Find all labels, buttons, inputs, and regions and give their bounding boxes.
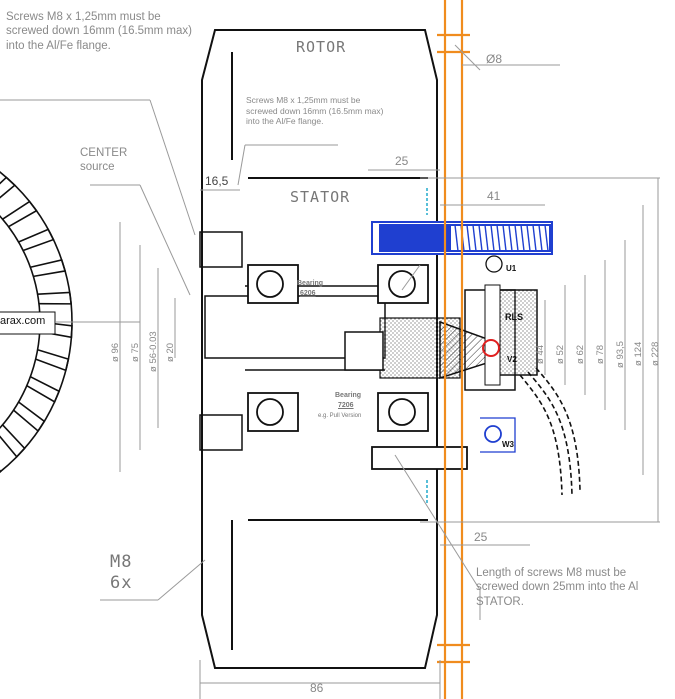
dim-right-124: ø 124: [633, 341, 644, 366]
dim-right-228: ø 228: [650, 341, 661, 366]
gear-tooth: [39, 321, 73, 339]
screw-thread-mark: [538, 224, 543, 252]
dim-right-93-5: ø 93,5: [615, 341, 626, 368]
brand-fragment-text: arax.com: [0, 315, 46, 327]
screw-thread-mark: [490, 224, 495, 252]
bearing-bottom-number: 7206: [338, 402, 354, 409]
dim-25-top: 25: [395, 154, 409, 168]
dim-right-62: ø 62: [575, 344, 586, 364]
dim-left-96: ø 96: [110, 342, 121, 362]
dimension-lines: [0, 44, 660, 699]
dim-d8: Ø8: [486, 52, 503, 66]
marker-v2-circle: [482, 339, 500, 357]
dim-right-44: ø 44: [535, 344, 546, 364]
marker-w3-label: W3: [502, 440, 514, 449]
bearing-bottom-label: Bearing: [335, 392, 362, 399]
bottom-screw: [371, 446, 468, 470]
screw-thread-mark: [532, 224, 537, 252]
sensor-cable: [519, 367, 581, 496]
screw-thread-mark: [526, 224, 531, 252]
gear-tooth: [0, 176, 16, 199]
screw-thread-mark: [484, 224, 489, 252]
dim-41: 41: [487, 189, 501, 203]
screw-thread-mark: [514, 224, 519, 252]
bearing-bottom-note: e.g. Pull Version: [318, 413, 362, 419]
note-top-left: Screws M8 x 1,25mm must be screwed down …: [6, 11, 192, 52]
bearing-top-right: [377, 264, 429, 304]
screw-thread-mark: [454, 224, 459, 252]
gear-tooth: [26, 376, 61, 404]
dim-left-56: ø 56-0.03: [148, 331, 159, 372]
w3-bracket: [480, 417, 516, 453]
rls-sensor: [484, 284, 538, 386]
gear-tooth: [2, 200, 38, 228]
dim-right-78: ø 78: [595, 344, 606, 364]
rotor-label: ROTOR: [296, 38, 347, 56]
screw-thread-mark: [502, 224, 507, 252]
note-stator-screws: Length of screws M8 must be screwed down…: [476, 567, 639, 608]
m8-count-label: 6x: [110, 573, 133, 593]
center-source-label: CENTER source: [80, 147, 128, 174]
gear-tooth: [13, 401, 46, 433]
stator-label: STATOR: [290, 188, 351, 206]
bearing-top-left: [247, 264, 299, 304]
brand-label-box: [0, 311, 56, 335]
dim-right-52: ø 52: [555, 344, 566, 364]
gear-tooth: [0, 424, 26, 458]
marker-u1-circle: [485, 255, 503, 273]
marker-w3-circle: [484, 425, 502, 443]
gear-tooth: [30, 259, 67, 278]
screw-thread-mark: [544, 224, 549, 252]
dim-25-bottom: 25: [474, 530, 488, 544]
gear-tooth: [35, 349, 70, 372]
bearing-top-label: Bearing: [297, 280, 324, 287]
dim-left-75: ø 75: [130, 342, 141, 362]
rls-label: RLS: [505, 312, 523, 322]
gear-tooth: [37, 291, 73, 305]
dim-16-5: 16,5: [205, 174, 229, 188]
bearing-bottom-right: [377, 392, 429, 432]
rotor-body: [201, 29, 438, 669]
marker-u1-label: U1: [506, 264, 517, 273]
screw-thread-mark: [508, 224, 513, 252]
screw-thread-mark: [466, 224, 471, 252]
screw-thread-mark: [496, 224, 501, 252]
m8-label: M8: [110, 552, 133, 572]
bearing-bottom-left: [247, 392, 299, 432]
gear-tooth: [18, 228, 55, 252]
dim-left-20: ø 20: [165, 342, 176, 362]
marker-v2-label: V2: [507, 355, 517, 364]
center-hub: [344, 289, 516, 391]
screw-thread-mark: [472, 224, 477, 252]
orange-flange: [437, 0, 470, 699]
screw-thread-mark: [520, 224, 525, 252]
note-rotor-screws: Screws M8 x 1,25mm must be screwed down …: [246, 95, 384, 127]
dim-86: 86: [310, 681, 324, 695]
screw-thread-mark: [478, 224, 483, 252]
bearing-top-number: 6206: [300, 290, 316, 297]
